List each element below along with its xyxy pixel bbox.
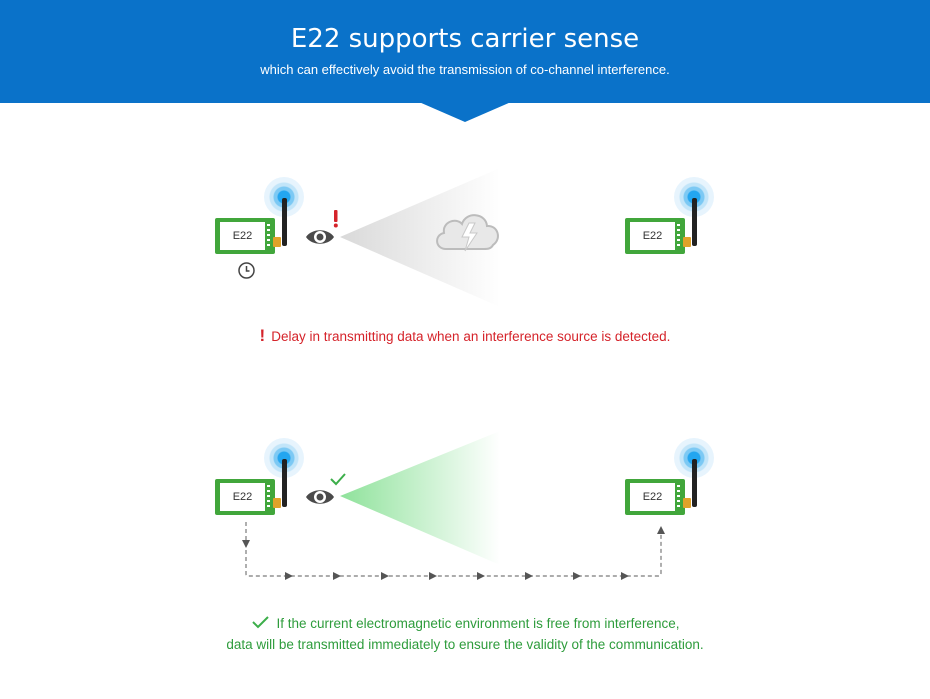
page-title: E22 supports carrier sense xyxy=(290,24,640,54)
warning-icon: ! xyxy=(259,326,266,345)
delay-message-text: Delay in transmitting data when an inter… xyxy=(271,329,671,344)
clear-message-line2: data will be transmitted immediately to … xyxy=(226,637,704,652)
receiver-module: E22 xyxy=(625,479,691,515)
sender-module: E22 xyxy=(215,218,281,254)
module-label: E22 xyxy=(630,483,675,511)
antenna xyxy=(282,459,287,507)
antenna xyxy=(692,198,697,246)
module-label: E22 xyxy=(630,222,675,250)
module-connector xyxy=(273,498,281,508)
module-label: E22 xyxy=(220,483,265,511)
sender-module: E22 xyxy=(215,479,281,515)
interference-beam xyxy=(340,168,500,307)
eye-icon xyxy=(306,230,334,244)
antenna xyxy=(692,459,697,507)
module-pins xyxy=(677,485,680,509)
page-subtitle: which can effectively avoid the transmis… xyxy=(260,62,670,77)
clear-message-text-1: If the current electromagnetic environme… xyxy=(276,616,680,631)
clear-message-line1: If the current electromagnetic environme… xyxy=(0,615,930,631)
checkmark-icon xyxy=(251,616,269,629)
transmission-path xyxy=(242,522,665,580)
module-label: E22 xyxy=(220,222,265,250)
module-connector xyxy=(683,498,691,508)
banner-pointer xyxy=(419,102,511,122)
cloud-lightning-icon xyxy=(436,214,499,252)
module-connector xyxy=(683,237,691,247)
receiver-module: E22 xyxy=(625,218,691,254)
warning-icon xyxy=(333,210,338,228)
module-pins xyxy=(267,224,270,248)
module-pins xyxy=(267,485,270,509)
checkmark-icon xyxy=(330,473,346,486)
antenna xyxy=(282,198,287,246)
module-pins xyxy=(677,224,680,248)
header-banner xyxy=(0,0,930,103)
eye-icon xyxy=(306,490,334,504)
module-connector xyxy=(273,237,281,247)
delay-message: ! Delay in transmitting data when an inte… xyxy=(0,326,930,346)
clear-beam xyxy=(340,431,500,565)
clock-icon xyxy=(238,262,255,279)
